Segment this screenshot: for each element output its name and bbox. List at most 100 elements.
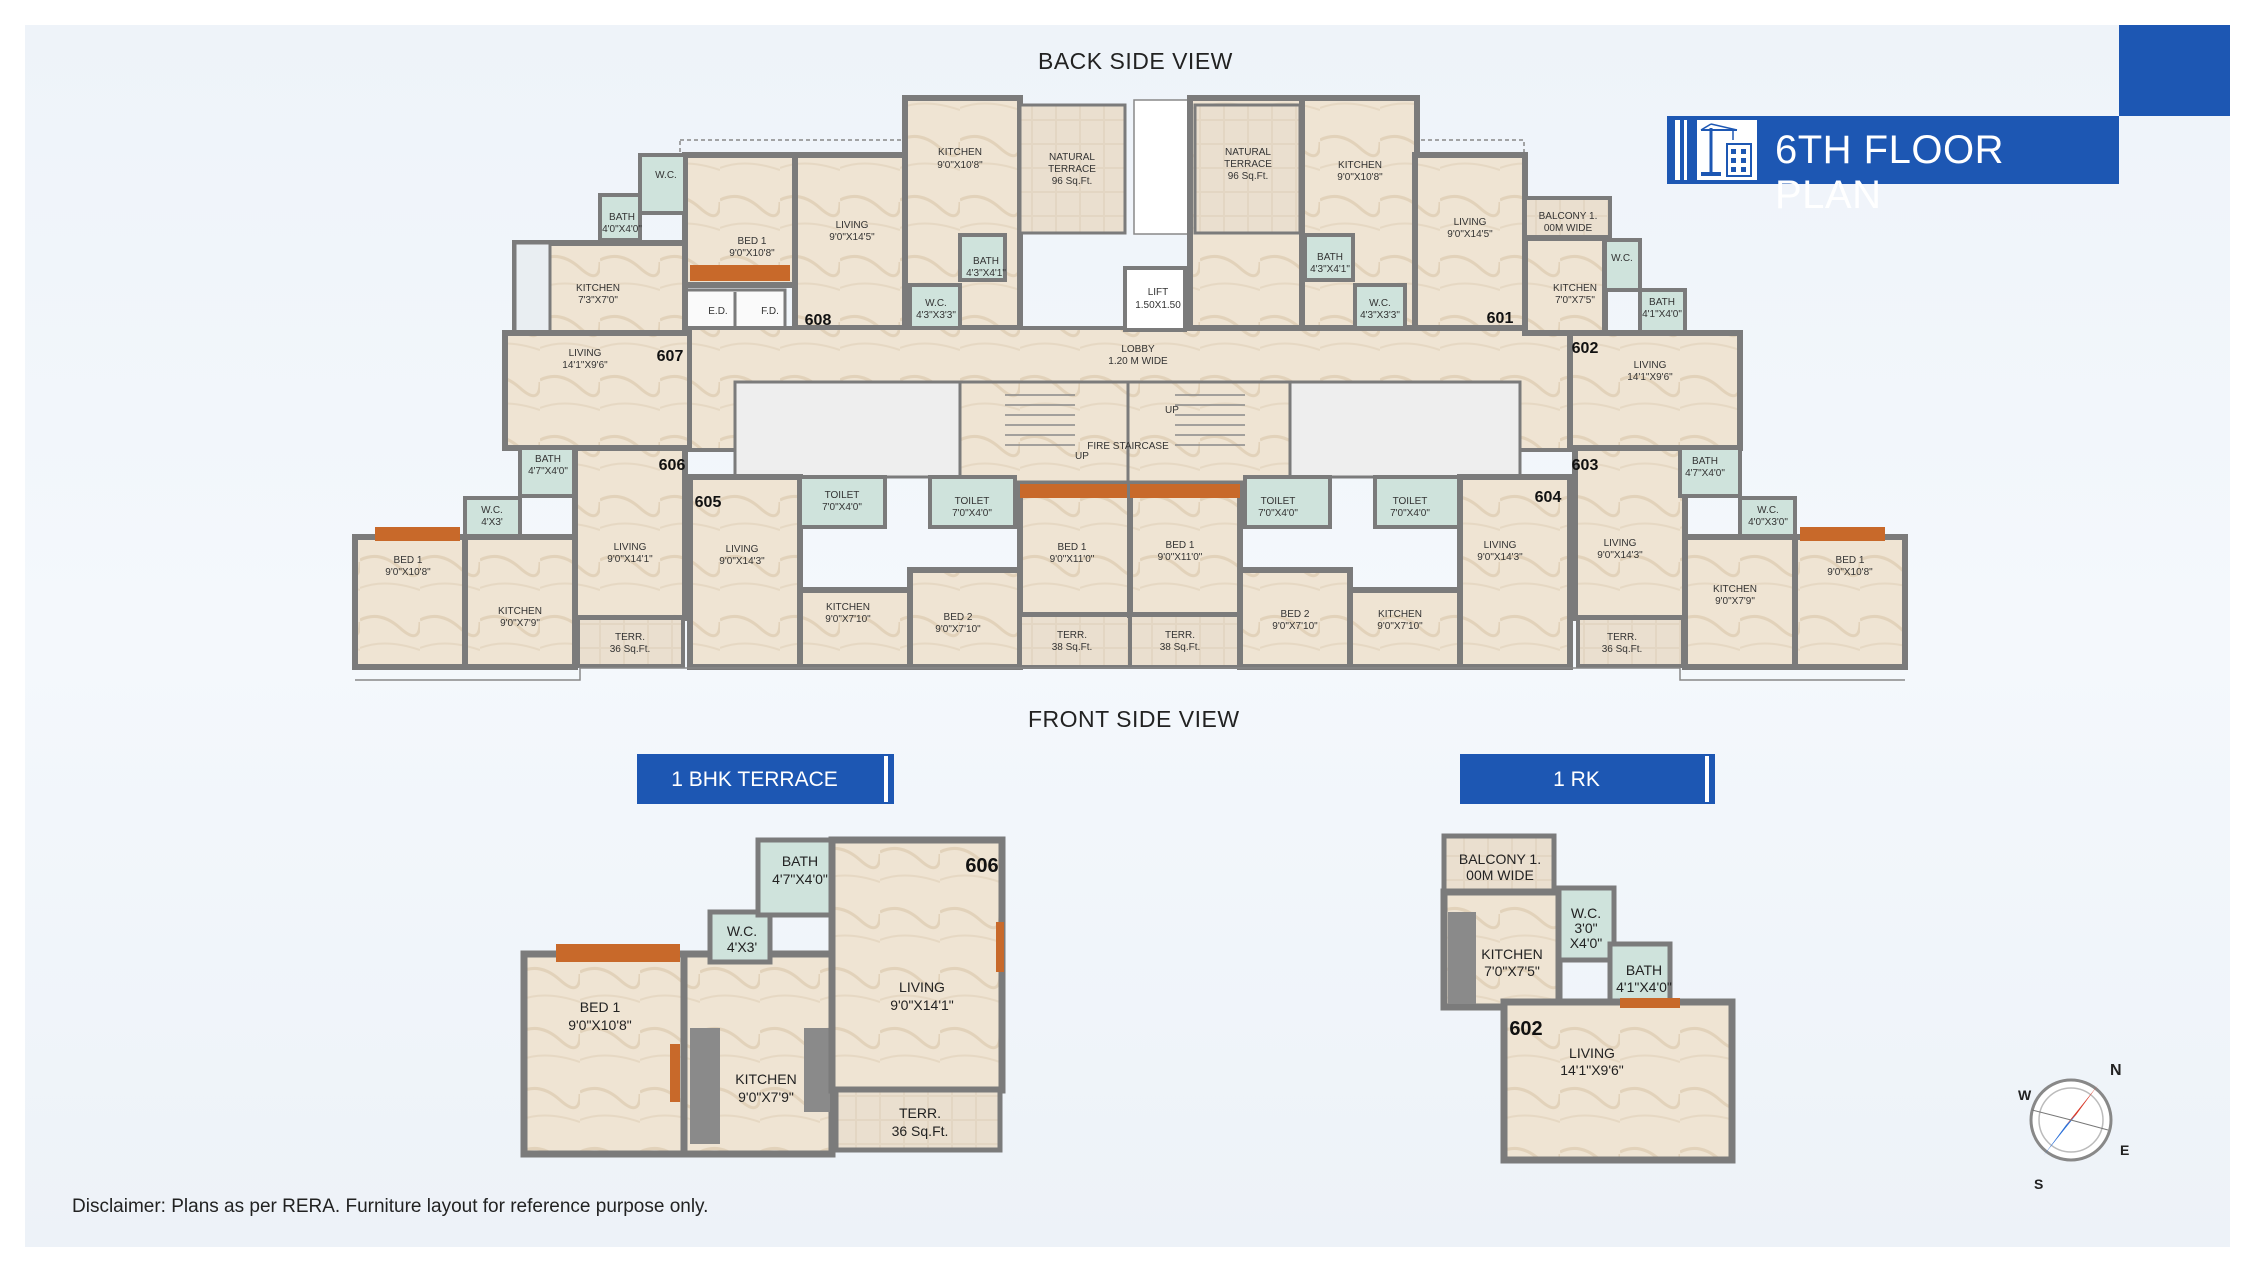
plan-label-48: BED 1 — [394, 555, 423, 566]
room-bath-603 — [1678, 446, 1742, 498]
page-title: 6TH FLOOR PLAN — [1775, 128, 2004, 217]
plan-label-4: LIVING — [836, 220, 869, 231]
plan-label-34: 9'0"X14'5" — [1447, 229, 1493, 240]
plan-label-57: 9'0"X14'1" — [607, 554, 653, 565]
unit-number-606: 606 — [659, 457, 686, 474]
unit-number-601: 601 — [1487, 310, 1514, 327]
plan-label-121: LIVING — [1569, 1045, 1615, 1061]
plan-label-76: TERR. — [1165, 630, 1195, 641]
natural-terrace-left — [1018, 103, 1127, 235]
room-living-607 — [502, 330, 693, 451]
plan-label-115: 7'0"X7'5" — [1484, 963, 1540, 979]
plan-label-28: NATURAL — [1225, 147, 1271, 158]
detail-bed1 — [520, 950, 688, 1158]
plan-label-37: W.C. — [1369, 298, 1391, 309]
room-living-608 — [792, 152, 908, 331]
plan-label-71: 9'0"X11'0" — [1050, 554, 1095, 565]
plan-label-21: LIFT — [1148, 287, 1169, 298]
lbl-kitchen-608: KITCHEN — [938, 147, 982, 158]
plan-label-94: W.C. — [1757, 505, 1779, 516]
plan-label-40: 00M WIDE — [1544, 223, 1593, 234]
plan-label-19: LIVING — [569, 348, 602, 359]
plan-label-72: TERR. — [1057, 630, 1087, 641]
room-bath-601 — [1303, 233, 1355, 282]
detail-living-602 — [1500, 998, 1736, 1164]
plan-label-68: TOILET — [955, 496, 990, 507]
plan-label-62: TOILET — [825, 490, 860, 501]
plan-label-86: LIVING — [1484, 540, 1517, 551]
room-living-601 — [1412, 152, 1528, 331]
title-badge: 6TH FLOOR PLAN — [1667, 116, 2119, 217]
detail-terrace — [833, 1087, 1003, 1153]
plan-label-61: 9'0"X14'3" — [719, 556, 765, 567]
plan-label-20: 14'1"X9'6" — [562, 360, 608, 371]
plan-label-106: BED 1 — [580, 999, 621, 1015]
room-bath-607 — [598, 193, 642, 242]
room-kitchen-602 — [1522, 235, 1608, 336]
plan-label-122: 14'1"X9'6" — [1560, 1062, 1624, 1078]
compass-w: W — [2018, 1087, 2032, 1103]
balcony-607 — [513, 241, 552, 335]
plan-label-118: X4'0" — [1570, 935, 1603, 951]
plan-label-43: W.C. — [1611, 253, 1633, 264]
detail-plan-602: BALCONY 1. 00M WIDE KITCHEN 7'0"X7'5" W.… — [1440, 833, 1736, 1164]
plan-label-8: W.C. — [655, 170, 677, 181]
detail-wc — [707, 909, 773, 965]
plan-label-96: KITCHEN — [1713, 584, 1757, 595]
detail-balcony — [1441, 833, 1557, 895]
plan-label-52: W.C. — [481, 505, 503, 516]
plan-label-17: KITCHEN — [576, 283, 620, 294]
compass-rose-icon: N W E S — [2018, 1062, 2129, 1192]
plan-label-41: KITCHEN — [1553, 283, 1597, 294]
plan-label-111: 36 Sq.Ft. — [892, 1123, 949, 1139]
plan-label-32: 9'0"X10'8" — [1337, 172, 1383, 183]
plan-label-112: BALCONY 1. — [1459, 851, 1541, 867]
room-kitchen-603 — [1682, 534, 1798, 670]
plan-label-74: BED 1 — [1166, 540, 1195, 551]
plan-label-0: 9'0"X10'8" — [937, 160, 983, 171]
plan-label-67: 9'0"X7'10" — [935, 624, 981, 635]
plan-label-51: 9'0"X7'9" — [500, 618, 540, 629]
detail-unit-602: 602 — [1509, 1018, 1542, 1040]
detail-unit-606: 606 — [965, 855, 998, 877]
badge-stripe-thin — [1684, 120, 1687, 180]
plan-label-59: 36 Sq.Ft. — [610, 644, 651, 655]
room-wc-602 — [1603, 238, 1642, 292]
unit-number-605: 605 — [695, 494, 722, 511]
plan-label-29: TERRACE — [1224, 159, 1272, 170]
terrace-605 — [1018, 613, 1132, 669]
room-living-605 — [687, 474, 803, 670]
plan-label-55: 4'7"X4'0" — [528, 466, 568, 477]
plan-label-53: 4'X3' — [481, 517, 503, 528]
plan-label-90: TERR. — [1607, 632, 1637, 643]
plan-label-66: BED 2 — [944, 612, 973, 623]
plan-label-83: 9'0"X7'10" — [1377, 621, 1423, 632]
plan-label-102: W.C. — [727, 923, 757, 939]
unit-number-604: 604 — [1535, 489, 1562, 506]
plan-label-11: BATH — [973, 256, 999, 267]
plan-label-97: 9'0"X7'9" — [1715, 596, 1755, 607]
plan-label-56: LIVING — [614, 542, 647, 553]
badge-1bhk-terrace: 1 BHK TERRACE — [637, 754, 894, 804]
compass-s: S — [2034, 1176, 2043, 1192]
unit-number-608: 608 — [805, 312, 832, 329]
plan-label-13: W.C. — [925, 298, 947, 309]
compass-e: E — [2120, 1142, 2129, 1158]
plan-label-31: KITCHEN — [1338, 160, 1382, 171]
plan-label-108: KITCHEN — [735, 1071, 796, 1087]
plan-label-95: 4'0"X3'0" — [1748, 517, 1788, 528]
unit-number-603: 603 — [1572, 457, 1599, 474]
plan-label-42: 7'0"X7'5" — [1555, 295, 1595, 306]
plan-label-6: BED 1 — [738, 236, 767, 247]
wardrobe-608 — [690, 265, 790, 281]
detail-plan-606: BATH 4'7"X4'0" W.C. 4'X3' LIVING 9'0"X14… — [520, 836, 1006, 1158]
plan-label-5: 9'0"X14'5" — [829, 232, 875, 243]
room-wc-606 — [463, 496, 522, 538]
plan-label-12: 4'3"X4'1" — [966, 268, 1006, 279]
room-wc-608 — [638, 153, 687, 215]
unit-number-607: 607 — [657, 348, 684, 365]
plan-label-100: BATH — [782, 853, 818, 869]
plan-label-79: 9'0"X7'10" — [1272, 621, 1318, 632]
room-bed1-608 — [682, 152, 798, 288]
natural-terrace-right — [1193, 103, 1302, 235]
